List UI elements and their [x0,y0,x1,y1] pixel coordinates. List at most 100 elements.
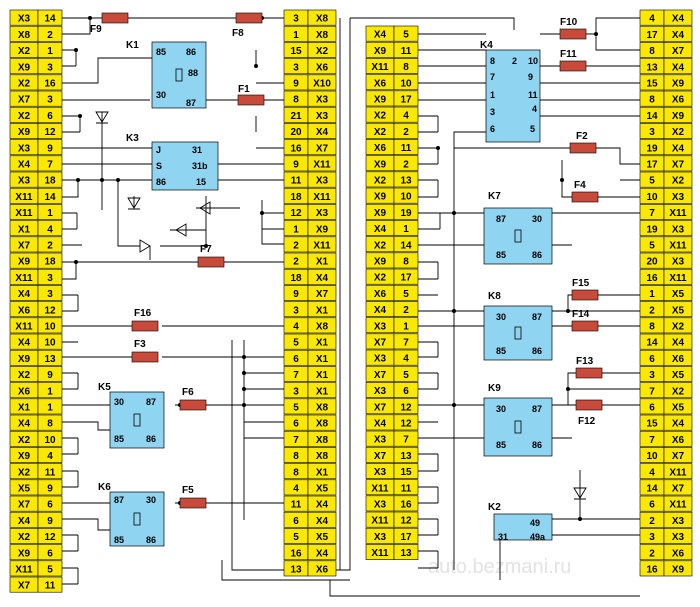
connector-cell [393,74,419,91]
relay-pin-label: 87 [532,312,542,322]
connector-label: 5 [649,176,655,187]
connector-label: 8 [649,322,655,333]
connector-label: X4 [672,143,685,154]
connector-label: 12 [44,532,56,543]
connector-label: X8 [316,435,329,446]
connector-label: 14 [646,111,658,122]
connector-label: 11 [45,467,56,478]
connector-label: 8 [403,257,409,268]
relay-body [483,397,553,457]
fuse-f11 [559,60,587,72]
connector-label: 10 [44,435,56,446]
connector-cell [393,511,419,528]
relay-pin-label: 6 [490,124,495,134]
relay-pin-label: 85 [496,346,506,356]
connector-label: X2 [374,273,387,284]
connector-label: 13 [400,176,412,187]
connector-label: X6 [316,62,329,73]
relay-pin-label: 87 [532,404,542,414]
connector-label: 10 [44,338,56,349]
connector-label: X5 [672,289,685,300]
connector-label: 18 [44,257,56,268]
connector-label: X9 [18,257,31,268]
relay-pin-label: 30 [496,404,506,414]
connector-label: 8 [293,467,299,478]
connector-label: X11 [669,500,687,511]
connector-label: 3 [293,305,299,316]
fuse-f16 [131,320,159,332]
connector-label: X6 [374,289,387,300]
connector-cell [307,317,337,334]
connector-label: 5 [403,370,409,381]
connector-label: X4 [18,160,31,171]
connector-label: X1 [316,467,329,478]
connector-cell [37,495,63,512]
connector-label: X11 [15,565,33,576]
connector-cell [393,382,419,398]
relay-body [485,49,541,143]
relay-pin-label: 9 [528,72,533,82]
connector-cell [393,479,419,496]
relay-coil [133,413,141,427]
connector-label: X11 [313,160,331,171]
connector-label: 3 [649,370,655,381]
diode-2 [127,197,141,209]
relay-pin-label: 86 [532,250,542,260]
connector-cell [663,366,693,382]
connector-cell [307,285,337,301]
relay-body [493,513,553,541]
connector-cell [37,268,63,285]
connector-label: 10 [400,192,412,203]
connector-label: 3 [47,289,53,300]
connector-label: 7 [649,208,655,219]
relay-pin-label: 86 [146,434,156,444]
connector-cell [393,446,419,463]
relay-pin-label: 85 [156,47,166,57]
connector-label: X3 [374,532,387,543]
connector-label: X3 [18,176,31,187]
connector-label: X3 [374,467,387,478]
connector-cell [393,236,419,253]
connector-cell [307,155,337,172]
diode-6 [573,487,587,499]
connector-label: X4 [374,30,387,41]
connector-label: X9 [18,62,31,73]
connector-label: X3 [18,14,31,25]
connector-label: X8 [316,322,329,333]
connector-cell [663,90,693,107]
connector-label: 7 [47,160,53,171]
connector-cell [393,187,419,204]
connector-cell [663,447,693,463]
relay-name: K9 [488,383,501,394]
connector-label: 11 [291,500,302,511]
connector-cell [393,430,419,447]
connector-label: 4 [293,322,299,333]
connector-cell [663,42,693,58]
connector-label: X2 [374,176,387,187]
connector-label: 6 [293,516,299,527]
connector-label: 2 [403,305,409,316]
connector-cell [37,333,63,350]
fuse-label: F9 [90,24,102,35]
connector-cell [663,155,693,172]
connector-cell [37,544,63,561]
connector-label: 15 [646,79,658,90]
connector-cell [393,139,419,155]
fuse-label: F2 [576,131,588,142]
connector-cell [663,544,693,561]
connector-label: X3 [672,516,685,527]
connector-label: X7 [374,338,387,349]
diode-5 [139,239,151,253]
connector-label: X7 [374,370,387,381]
connector-cell [663,204,693,220]
relay-name: K5 [98,382,111,393]
connector-label: 12 [400,402,412,413]
connector-cell [663,58,693,75]
connector-label: X1 [18,224,31,235]
connector-cell [393,220,419,236]
connector-label: 1 [293,30,299,41]
connector-label: 8 [403,62,409,73]
connector-label: X6 [672,548,685,559]
